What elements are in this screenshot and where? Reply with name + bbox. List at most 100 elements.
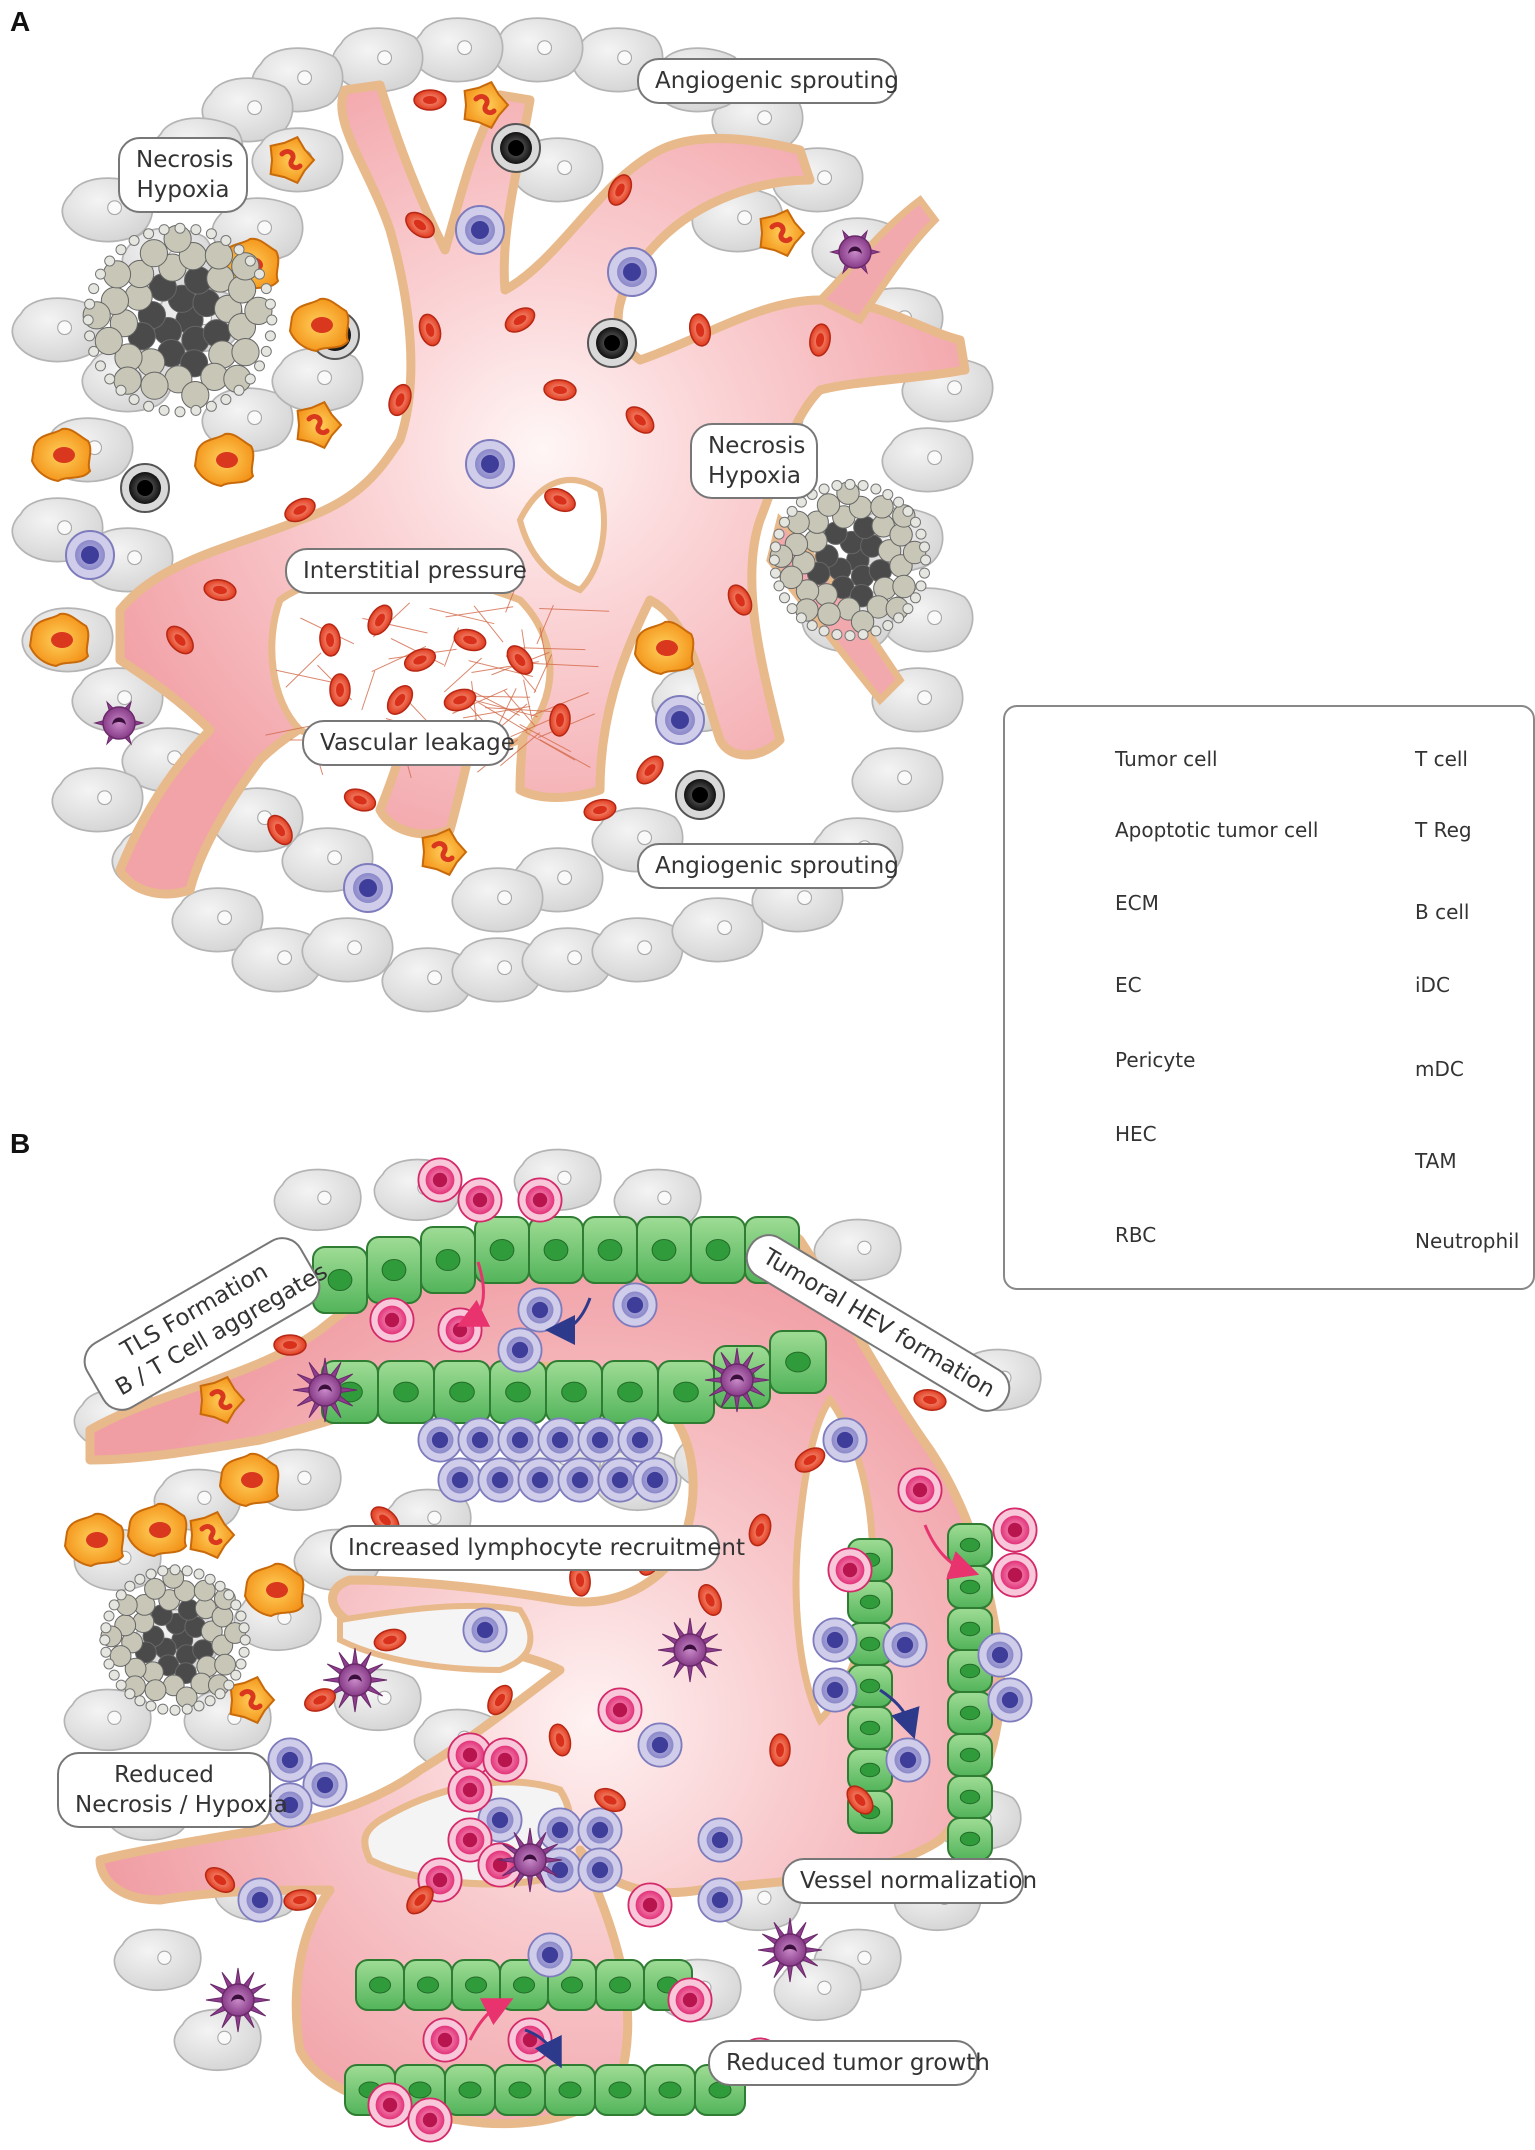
- red-blood-cell: [443, 688, 477, 712]
- red-blood-cell: [594, 1787, 626, 1813]
- red-blood-cell: [319, 623, 341, 657]
- t-cell: [267, 1782, 313, 1828]
- tumor-cell: [813, 1218, 902, 1281]
- legend-label-ecm: ECM: [1115, 891, 1159, 915]
- t-cell: [697, 1877, 743, 1923]
- tam-cell: [633, 620, 695, 676]
- hec-cell: [420, 1226, 476, 1294]
- t-cell: [462, 1607, 508, 1653]
- hec-cell: [947, 1733, 993, 1777]
- red-blood-cell: [569, 1563, 591, 1597]
- neutrophil-cell: [421, 827, 468, 877]
- callout-necrosis-hypoxia-right: Necrosis Hypoxia: [690, 423, 818, 499]
- b-cell: [627, 1882, 673, 1928]
- t-cell: [477, 1457, 523, 1503]
- t-cell: [812, 1617, 858, 1663]
- t-cell: [987, 1677, 1033, 1723]
- b-cell: [407, 2097, 453, 2143]
- high-endothelial-cells-b: [312, 1216, 993, 2116]
- b-cell: [897, 1467, 943, 1513]
- hec-cell: [582, 1216, 638, 1284]
- tumor-cell: [451, 867, 544, 933]
- tumor-cell: [63, 1688, 152, 1751]
- red-blood-cell: [607, 174, 633, 206]
- t-cell: [497, 1417, 543, 1463]
- t-cell: [517, 1287, 563, 1333]
- red-blood-cell: [549, 703, 571, 737]
- hec-cell: [594, 2064, 646, 2116]
- tumor-cell: [273, 1168, 362, 1231]
- callout-vessel-normalization: Vessel normalization: [782, 1858, 1037, 1904]
- neutrophil-cell: [199, 1375, 246, 1425]
- neutrophil-cell: [296, 400, 343, 450]
- red-blood-cell: [329, 673, 351, 707]
- ecm-fiber: [361, 670, 376, 711]
- hec-cell: [595, 1959, 645, 2011]
- hec-cell: [494, 2064, 546, 2116]
- hec-cell: [545, 1360, 603, 1424]
- callout-line: Reduced: [114, 1762, 214, 1788]
- callout-increased-lymphocyte-recruitment: Increased lymphocyte recruitment: [330, 1525, 745, 1571]
- b-cell: [367, 2082, 413, 2128]
- tumor-cell: [881, 427, 974, 493]
- ecm-fiber: [539, 608, 610, 612]
- t-cell: [812, 1667, 858, 1713]
- red-blood-cell: [625, 406, 655, 434]
- callout-line: Necrosis / Hypoxia: [75, 1792, 288, 1818]
- t-reg-cell: [675, 770, 725, 820]
- t-cell: [517, 1457, 563, 1503]
- legend-label-tumor-cell: Tumor cell: [1115, 747, 1218, 771]
- t-cell: [617, 1417, 663, 1463]
- legend: Tumor cell Apoptotic tumor cell ECM EC P…: [1003, 705, 1535, 1290]
- callout-vascular-leakage: Vascular leakage: [302, 720, 515, 766]
- t-cell: [612, 1282, 658, 1328]
- panel-label-a: A: [10, 6, 31, 37]
- neutrophil-cell: [269, 135, 316, 185]
- ecm-fiber: [429, 607, 495, 625]
- red-blood-cell: [688, 313, 712, 347]
- neutrophil-cell: [463, 80, 510, 130]
- red-blood-cell: [809, 323, 831, 357]
- t-reg-cell: [587, 318, 637, 368]
- b-cell: [457, 1177, 503, 1223]
- tam-cell: [30, 427, 92, 483]
- tumor-cell: [613, 1168, 702, 1231]
- b-cell: [422, 2017, 468, 2063]
- hec-cell: [947, 1523, 993, 1567]
- t-cell: [343, 863, 393, 913]
- ecm-fiber: [539, 627, 548, 668]
- tumor-cell: [271, 347, 364, 413]
- red-blood-cell: [343, 788, 377, 812]
- red-blood-cell: [548, 1723, 572, 1757]
- neutrophil-cell: [229, 1675, 276, 1725]
- legend-label-mdc: mDC: [1415, 1057, 1464, 1081]
- ecm-fiber: [528, 662, 599, 668]
- hec-cell: [601, 1360, 659, 1424]
- callout-interstitial-pressure: Interstitial pressure: [285, 548, 527, 594]
- hec-cell: [947, 1775, 993, 1819]
- legend-label-hec: HEC: [1115, 1122, 1157, 1146]
- legend-label-apoptotic-tumor-cell: Apoptotic tumor cell: [1115, 818, 1319, 842]
- red-blood-cell: [453, 628, 487, 652]
- b-cell: [597, 1687, 643, 1733]
- t-cell: [655, 695, 705, 745]
- red-blood-cell: [636, 755, 664, 785]
- tumor-cell: [301, 917, 394, 983]
- red-blood-cell: [583, 798, 617, 822]
- hec-cell: [544, 2064, 596, 2116]
- red-blood-cell: [284, 497, 316, 523]
- callout-line: Necrosis: [708, 433, 806, 459]
- red-blood-cell: [386, 685, 414, 715]
- callout-reduced-tumor-growth: Reduced tumor growth: [708, 2040, 990, 2086]
- hec-cell: [947, 1691, 993, 1735]
- mdc-cell: [292, 1357, 358, 1423]
- t-cell: [885, 1737, 931, 1783]
- ecm-fiber: [500, 732, 541, 767]
- legend-label-tam: TAM: [1415, 1149, 1457, 1173]
- b-cell: [667, 1977, 713, 2023]
- tumor-cell: [773, 1958, 862, 2021]
- red-blood-cell: [388, 383, 412, 417]
- t-cell: [637, 1722, 683, 1768]
- red-blood-cell: [698, 1584, 722, 1616]
- tumor-cell: [491, 17, 584, 83]
